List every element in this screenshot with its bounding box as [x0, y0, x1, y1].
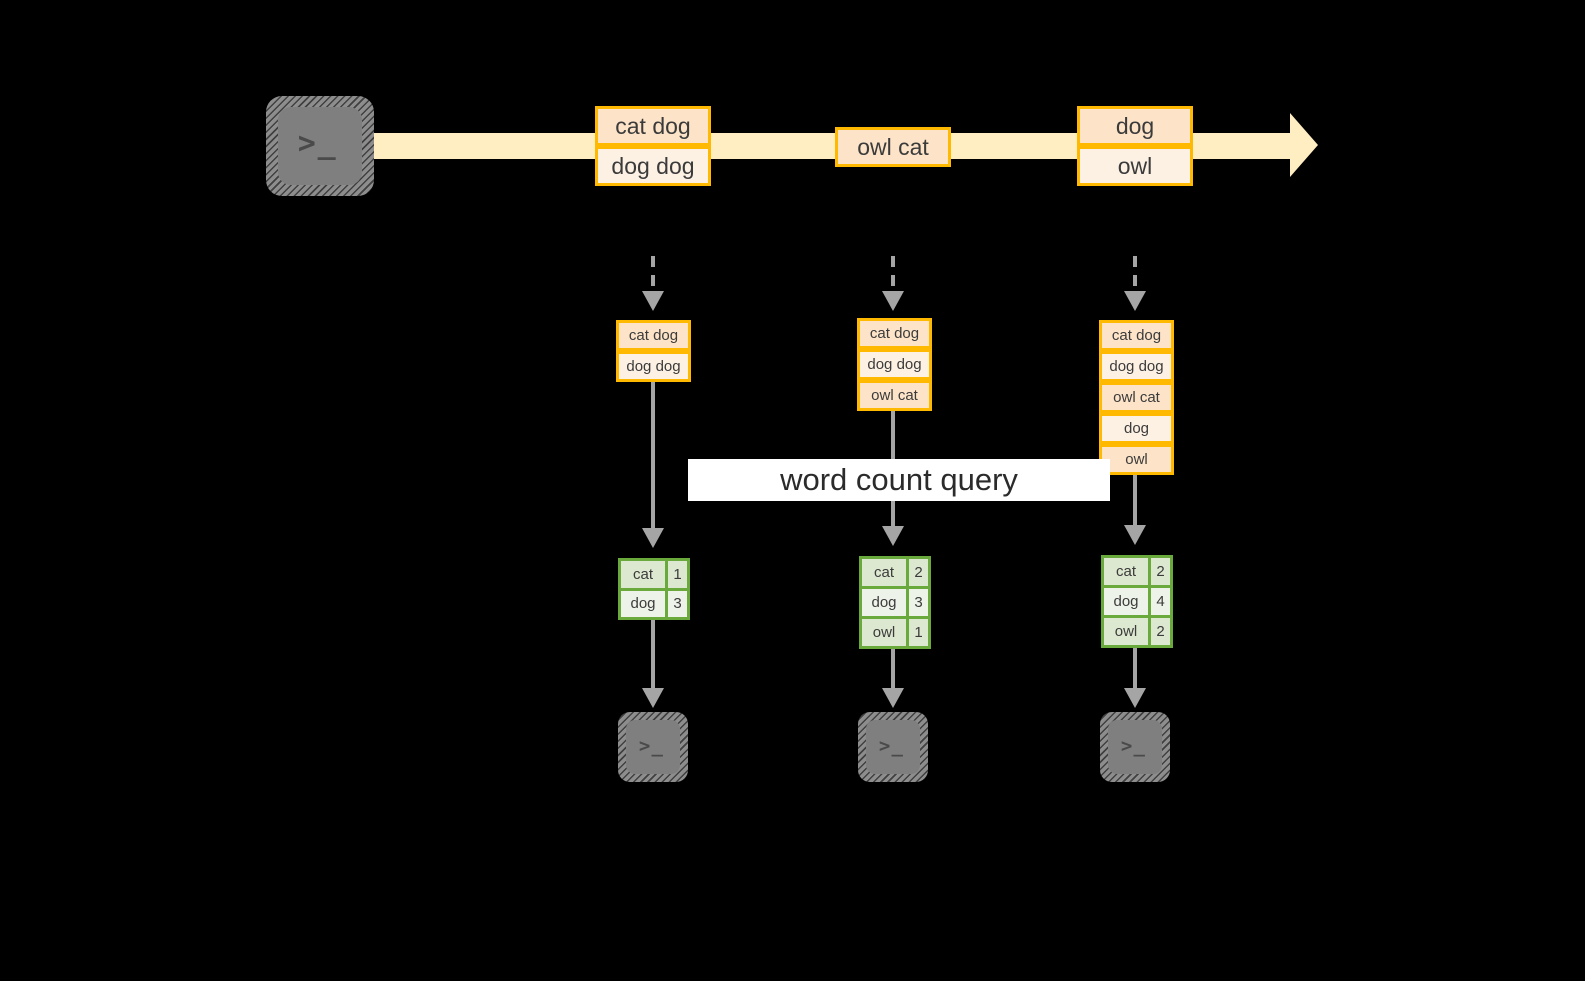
result-count: 1: [909, 619, 928, 646]
result-table: cat 2 dog 4 owl 2: [1101, 555, 1173, 648]
snapshot-event: owl: [1099, 444, 1174, 475]
result-to-terminal-connector: [651, 620, 655, 690]
terminal-prompt-glyph: >_: [878, 734, 905, 757]
snapshot-to-result-connector: [1133, 475, 1137, 530]
snapshot-to-result-connector: [651, 382, 655, 532]
stream-event: dog: [1077, 106, 1193, 146]
snapshot-feed-connector: [651, 256, 655, 292]
snapshot-event: dog: [1099, 413, 1174, 444]
result-to-terminal-arrowhead: [882, 688, 904, 708]
snapshot-event: owl cat: [857, 380, 932, 411]
result-table: cat 1 dog 3: [618, 558, 690, 620]
consumer-terminal-icon: >_: [858, 712, 928, 782]
result-word: owl: [1104, 618, 1148, 645]
result-word: dog: [862, 589, 906, 616]
result-count: 3: [909, 589, 928, 616]
result-count: 2: [1151, 558, 1170, 585]
terminal-prompt-glyph: >_: [1120, 734, 1147, 757]
result-word: dog: [621, 590, 665, 617]
result-to-terminal-arrowhead: [1124, 688, 1146, 708]
result-word: cat: [862, 559, 906, 586]
snapshot-feed-connector: [1133, 256, 1137, 292]
result-word: cat: [621, 561, 665, 588]
query-label: word count query: [688, 459, 1110, 501]
snapshot-feed-arrowhead: [882, 291, 904, 311]
result-table: cat 2 dog 3 owl 1: [859, 556, 931, 649]
result-count: 2: [1151, 618, 1170, 645]
stream-event: owl: [1077, 146, 1193, 186]
snapshot-event: owl cat: [1099, 382, 1174, 413]
producer-terminal-icon: >_: [266, 96, 374, 196]
snapshot-feed-arrowhead: [1124, 291, 1146, 311]
stream-event: owl cat: [835, 127, 951, 167]
result-word: cat: [1104, 558, 1148, 585]
consumer-terminal-icon: >_: [618, 712, 688, 782]
snapshot-event: cat dog: [616, 320, 691, 351]
result-count: 4: [1151, 588, 1170, 615]
result-word: dog: [1104, 588, 1148, 615]
snapshot-feed-arrowhead: [642, 291, 664, 311]
snapshot-event: dog dog: [616, 351, 691, 382]
result-to-terminal-connector: [1133, 648, 1137, 690]
result-to-terminal-connector: [891, 649, 895, 690]
result-count: 3: [668, 590, 687, 617]
result-to-terminal-arrowhead: [642, 688, 664, 708]
result-count: 2: [909, 559, 928, 586]
snapshot-to-result-arrowhead: [1124, 525, 1146, 545]
terminal-prompt-glyph: >_: [297, 126, 338, 162]
terminal-prompt-glyph: >_: [638, 734, 665, 757]
stream-event: dog dog: [595, 146, 711, 186]
snapshot-event: dog dog: [857, 349, 932, 380]
stream-arrowhead: [1290, 113, 1318, 177]
snapshot-to-result-arrowhead: [882, 526, 904, 546]
stream-event: cat dog: [595, 106, 711, 146]
result-word: owl: [862, 619, 906, 646]
consumer-terminal-icon: >_: [1100, 712, 1170, 782]
snapshot-event: dog dog: [1099, 351, 1174, 382]
snapshot-feed-connector: [891, 256, 895, 292]
snapshot-to-result-arrowhead: [642, 528, 664, 548]
snapshot-event: cat dog: [1099, 320, 1174, 351]
snapshot-event: cat dog: [857, 318, 932, 349]
result-count: 1: [668, 561, 687, 588]
